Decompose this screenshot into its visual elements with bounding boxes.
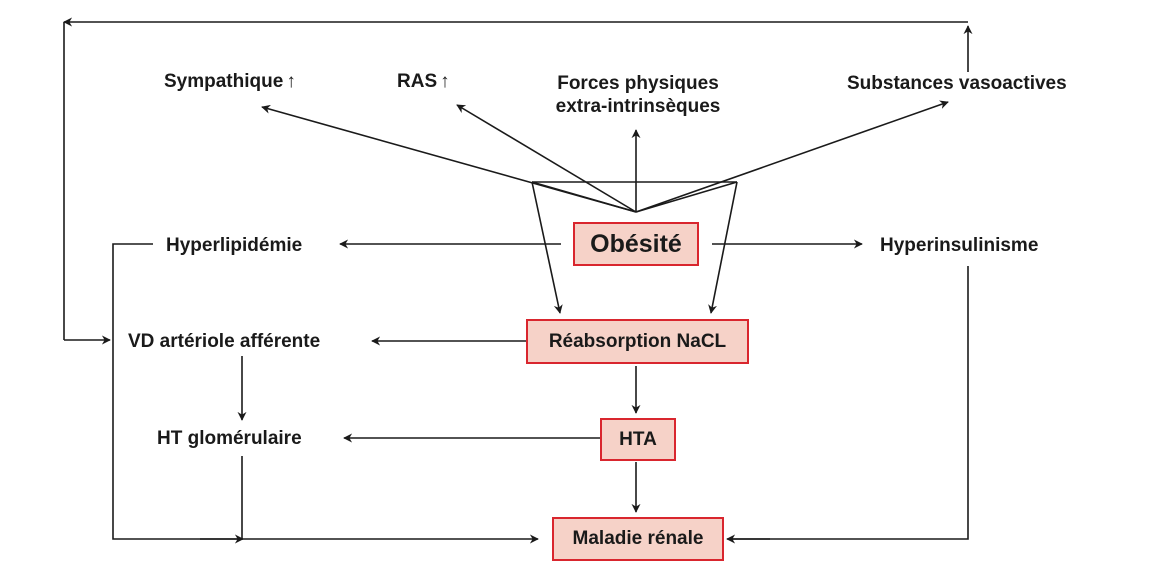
sympathique-text: Sympathique (164, 71, 284, 92)
arrow-to-substances (635, 100, 949, 213)
hta-box: HTA (600, 418, 676, 461)
ht-glom-label: HT glomérulaire (157, 428, 302, 449)
substances-label: Substances vasoactives (847, 73, 1067, 94)
arrow-to-ras (456, 104, 637, 213)
forces-line-1: Forces physiques (557, 73, 719, 94)
forces-label: Forces physiques extra-intrinsèques (556, 72, 721, 118)
maladie-box: Maladie rénale (552, 517, 724, 561)
hyperlipidemie-path (112, 243, 243, 540)
reabsorption-box: Réabsorption NaCL (526, 319, 749, 364)
hyperinsulinisme-path (730, 266, 969, 540)
up-arrow-icon: ↑ (286, 71, 296, 92)
forces-line-2: extra-intrinsèques (555, 96, 721, 117)
hyperlipidemie-label: Hyperlipidémie (166, 235, 303, 256)
up-arrow-icon: ↑ (440, 71, 450, 92)
ras-label: RAS↑ (397, 70, 450, 93)
maladie-text: Maladie rénale (572, 528, 704, 549)
arrow-left-to-reabsorption (531, 181, 563, 314)
sympathique-label: Sympathique↑ (164, 70, 296, 93)
ras-text: RAS (397, 71, 438, 92)
triangle-left (531, 181, 637, 213)
vd-label: VD artériole afférente (128, 331, 321, 352)
triangle-right (635, 181, 738, 213)
arrow-right-to-reabsorption (708, 181, 738, 314)
obesite-text: Obésité (590, 229, 682, 258)
hta-text: HTA (619, 428, 657, 450)
obesite-box: Obésité (573, 222, 699, 266)
hyperinsulinisme-label: Hyperinsulinisme (880, 235, 1039, 256)
reabsorption-text: Réabsorption NaCL (548, 330, 727, 352)
